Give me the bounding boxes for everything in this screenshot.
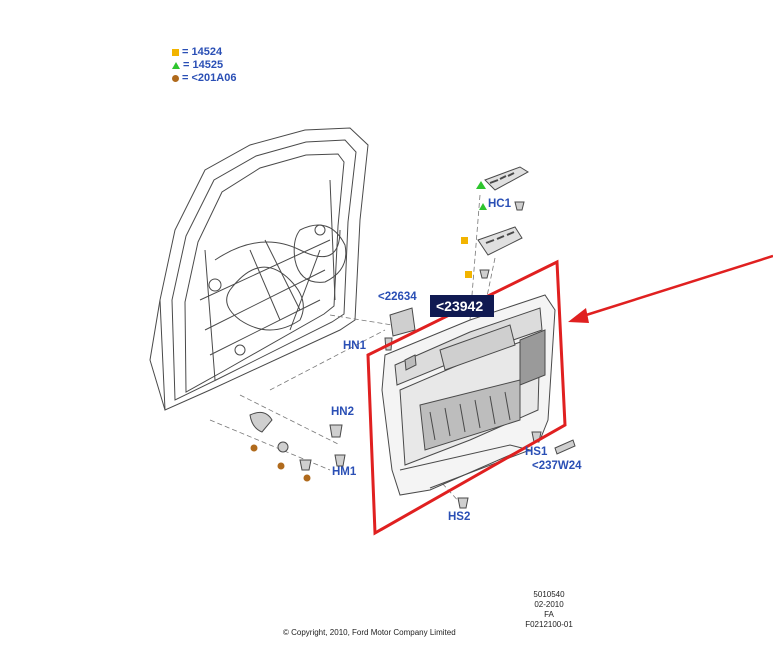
- legend-row-triangle: = 14525: [172, 59, 236, 72]
- callout-hn2: HN2: [331, 406, 355, 418]
- legend-text: = <201A06: [182, 72, 237, 84]
- legend-text: = 14525: [183, 59, 224, 71]
- ref-line: 02-2010: [534, 600, 564, 609]
- switch-bezels: [477, 166, 529, 256]
- triangle-icon: [172, 62, 180, 69]
- door-frame: [149, 127, 369, 411]
- door-trim-panel: [381, 294, 556, 496]
- legend-row-circle: = <201A06: [172, 72, 236, 85]
- square-icon: [172, 49, 179, 56]
- yellow-square-icon: [461, 237, 468, 244]
- circle-icon: [172, 75, 179, 82]
- ref-line: 5010540: [533, 590, 565, 599]
- callout-hs1: HS1: [525, 446, 548, 458]
- diagram-symbols: [250, 181, 487, 482]
- legend-text: = 14524: [182, 46, 223, 58]
- brown-circle-icon: [250, 444, 258, 452]
- callout-hs2: HS2: [448, 511, 471, 523]
- ref-line: FA: [544, 610, 554, 619]
- callout-hn1: HN1: [343, 340, 367, 352]
- green-triangle-icon: [476, 181, 486, 189]
- brown-circle-icon: [277, 462, 285, 470]
- boxed-part-label: <23942: [430, 295, 494, 317]
- legend-row-square: = 14524: [172, 46, 236, 59]
- callout-hc1: HC1: [488, 198, 512, 210]
- callout-22634: <22634: [378, 291, 417, 303]
- highlight-arrow: [568, 254, 773, 323]
- reference-block: 5010540 02-2010 FA F0212100-01: [520, 590, 578, 630]
- copyright-text: © Copyright, 2010, Ford Motor Company Li…: [283, 628, 456, 637]
- highlight-box: [366, 259, 567, 536]
- green-triangle-icon: [479, 203, 487, 210]
- brown-circle-icon: [303, 474, 311, 482]
- ref-line: F0212100-01: [525, 620, 573, 629]
- callout-237w24: <237W24: [532, 460, 582, 472]
- callout-hm1: HM1: [332, 466, 357, 478]
- legend: = 14524 = 14525 = <201A06: [172, 46, 236, 85]
- fasteners: [249, 201, 576, 509]
- yellow-square-icon: [465, 271, 472, 278]
